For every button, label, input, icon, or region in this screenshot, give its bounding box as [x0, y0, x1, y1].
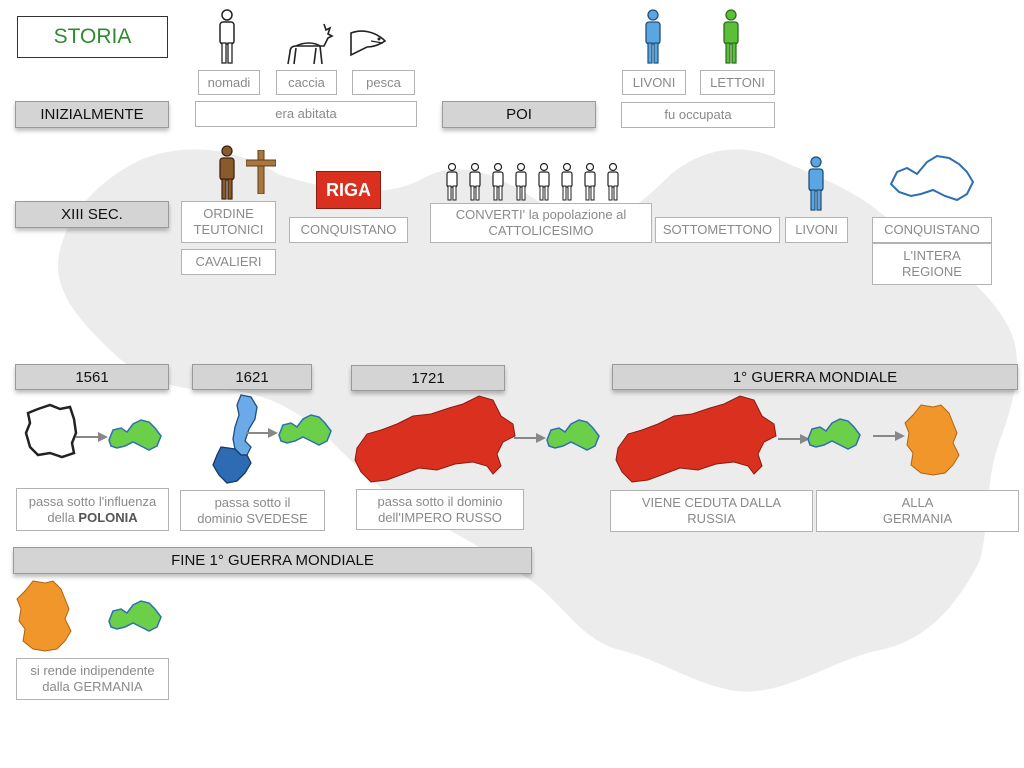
person-icon — [446, 163, 458, 201]
person-icon — [469, 163, 481, 201]
header-1621: 1621 — [192, 364, 312, 390]
latvia-map-icon — [546, 419, 600, 451]
deer-icon — [287, 23, 334, 65]
page-title: STORIA — [17, 16, 168, 58]
latvia-outline-icon — [889, 154, 975, 202]
latvia-map-icon — [108, 600, 162, 632]
russia-map-icon — [615, 395, 777, 483]
germany-map-icon — [16, 580, 72, 652]
russia-map-icon — [354, 395, 516, 483]
fish-hook-icon — [350, 30, 387, 57]
livoni-box-2: LIVONI — [785, 217, 848, 243]
poland-map-icon — [24, 403, 78, 459]
cross-icon — [246, 150, 276, 194]
header-1561: 1561 — [15, 364, 169, 390]
ordine-teutonici-box: ORDINE TEUTONICI — [181, 201, 276, 243]
era-abitata-box: era abitata — [195, 101, 417, 127]
header-1721: 1721 — [351, 365, 505, 391]
polonia-bold: POLONIA — [78, 509, 138, 525]
person-icon — [561, 163, 573, 201]
header-poi: POI — [442, 101, 596, 128]
lettoni-person-icon — [723, 9, 739, 64]
independent-box: si rende indipendente dalla GERMANIA — [16, 658, 169, 700]
fu-occupata-box: fu occupata — [621, 102, 775, 128]
polonia-box: passa sotto l'influenza della POLONIA — [16, 488, 169, 531]
person-icon — [515, 163, 527, 201]
person-icon — [584, 163, 596, 201]
sottomettono-box: SOTTOMETTONO — [655, 217, 780, 243]
header-initially: INIZIALMENTE — [15, 101, 169, 128]
lettoni-box: LETTONI — [700, 70, 775, 95]
germany-map-icon — [904, 404, 960, 476]
germania-box: ALLA GERMANIA — [816, 490, 1019, 532]
arrow-icon — [514, 433, 546, 443]
riga-label: RIGA — [316, 171, 381, 209]
converti-box: CONVERTI' la popolazione al CATTOLICESIM… — [430, 203, 652, 243]
caccia-box: caccia — [276, 70, 337, 95]
header-end-ww1: FINE 1° GUERRA MONDIALE — [13, 547, 532, 574]
header-ww1: 1° GUERRA MONDIALE — [612, 364, 1018, 390]
livoni-person-icon — [645, 9, 661, 64]
person-icon — [492, 163, 504, 201]
sweden-map-icon — [212, 394, 258, 484]
latvia-map-icon — [807, 418, 861, 450]
cavalieri-box: CAVALIERI — [181, 249, 276, 275]
header-xiii: XIII SEC. — [15, 201, 169, 228]
arrow-icon — [76, 432, 108, 442]
teutonic-knight-icon — [219, 145, 235, 200]
conquistano-box: CONQUISTANO — [289, 217, 408, 243]
arrow-icon — [246, 428, 278, 438]
svedese-box: passa sotto il dominio SVEDESE — [180, 490, 325, 531]
person-icon — [607, 163, 619, 201]
ceduta-box: VIENE CEDUTA DALLA RUSSIA — [610, 490, 813, 532]
intera-regione-box: L'INTERA REGIONE — [872, 243, 992, 285]
livoni-person-icon — [808, 156, 824, 211]
arrow-icon — [873, 431, 905, 441]
pesca-box: pesca — [352, 70, 415, 95]
latvia-map-icon — [108, 419, 162, 451]
conquistano-box-2: CONQUISTANO — [872, 217, 992, 243]
livoni-box: LIVONI — [622, 70, 686, 95]
polonia-text: passa sotto l'influenza della — [28, 493, 157, 525]
arrow-icon — [778, 434, 810, 444]
person-icon — [219, 9, 235, 64]
person-icon — [538, 163, 550, 201]
russo-box: passa sotto il dominio dell'IMPERO RUSSO — [356, 489, 524, 530]
latvia-map-icon — [278, 414, 332, 446]
nomadi-box: nomadi — [198, 70, 260, 95]
